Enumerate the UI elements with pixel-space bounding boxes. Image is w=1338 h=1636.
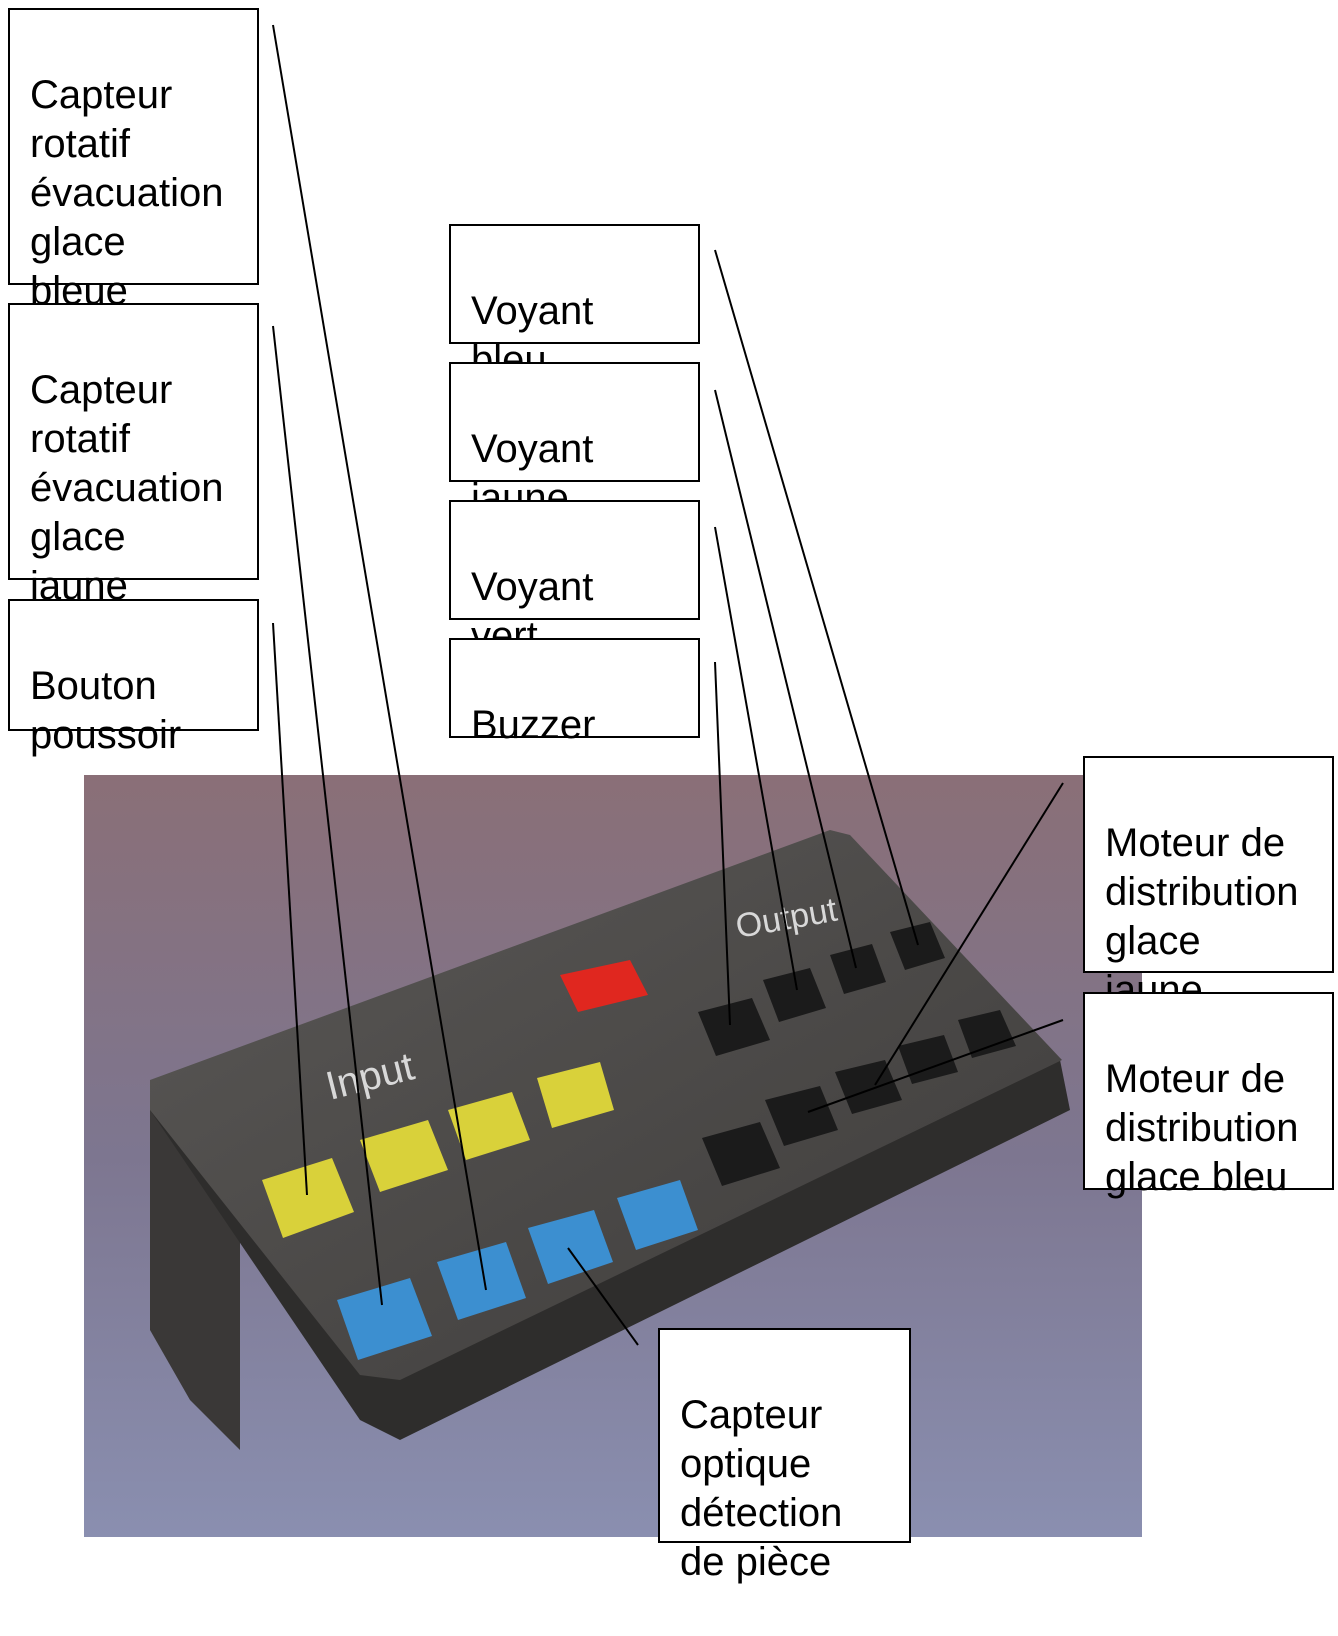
black-key-f [835, 1060, 902, 1114]
yellow-brick-2 [360, 1120, 448, 1192]
yellow-brick-1 [262, 1158, 354, 1238]
black-key-c [830, 944, 886, 994]
leader-line-capteur-jaune [272, 325, 383, 1306]
leader-line-moteur-jaune [874, 782, 1064, 1086]
label-moteur-distribution-bleu-text: Moteur de distribution glace bleu [1105, 1057, 1299, 1199]
black-key-g [898, 1035, 958, 1084]
black-key-h [958, 1010, 1016, 1058]
blue-brick-2 [437, 1242, 526, 1320]
label-bouton-poussoir-text: Bouton poussoir [30, 664, 182, 757]
label-capteur-rotatif-bleue-text: Capteur rotatif évacuation glace bleue [30, 73, 224, 313]
label-moteur-distribution-bleu: Moteur de distribution glace bleu [1083, 992, 1334, 1199]
leader-line-buzzer [714, 661, 731, 1026]
blue-brick-1 [337, 1278, 432, 1360]
label-moteur-distribution-jaune: Moteur de distribution glace jaune [1083, 756, 1334, 1012]
label-buzzer: Buzzer [449, 638, 700, 747]
interface-board: Input Output [150, 830, 1070, 1450]
black-key-go [702, 1122, 780, 1186]
yellow-brick-4 [537, 1062, 614, 1128]
black-key-b [763, 968, 826, 1022]
red-button [560, 960, 648, 1012]
black-key-a [698, 998, 770, 1056]
leader-line-capteur-optique [567, 1247, 639, 1346]
label-capteur-rotatif-jaune-text: Capteur rotatif évacuation glace jaune [30, 368, 224, 608]
label-bouton-poussoir: Bouton poussoir [8, 599, 259, 757]
label-capteur-rotatif-bleue: Capteur rotatif évacuation glace bleue [8, 8, 259, 313]
label-capteur-optique: Capteur optique détection de pièce [658, 1328, 911, 1584]
leader-lines [272, 24, 1064, 1346]
leader-line-voyant-jaune [714, 389, 857, 969]
blue-brick-3 [528, 1210, 613, 1284]
label-voyant-jaune: Voyant jaune [449, 362, 700, 520]
label-voyant-bleu: Voyant bleu [449, 224, 700, 382]
leader-line-moteur-bleu [807, 1019, 1064, 1113]
annotated-photo-diagram: Input Output [8, 8, 1334, 1584]
label-voyant-bleu-text: Voyant bleu [471, 289, 594, 382]
black-key-e [765, 1086, 838, 1146]
label-moteur-distribution-jaune-text: Moteur de distribution glace jaune [1105, 821, 1299, 1012]
leader-line-voyant-vert [714, 526, 798, 991]
yellow-brick-3 [448, 1092, 530, 1160]
label-buzzer-text: Buzzer [471, 703, 596, 747]
leader-line-capteur-bleue [272, 24, 487, 1291]
label-capteur-rotatif-jaune: Capteur rotatif évacuation glace jaune [8, 303, 259, 608]
interface-board-photo: Input Output [84, 24, 1142, 1537]
label-capteur-optique-text: Capteur optique détection de pièce [680, 1393, 843, 1584]
leader-line-voyant-bleu [714, 249, 919, 946]
leader-line-bouton [272, 622, 308, 1196]
black-key-d [890, 922, 945, 970]
blue-brick-4 [617, 1180, 698, 1250]
label-voyant-vert: Voyant vert [449, 500, 700, 658]
